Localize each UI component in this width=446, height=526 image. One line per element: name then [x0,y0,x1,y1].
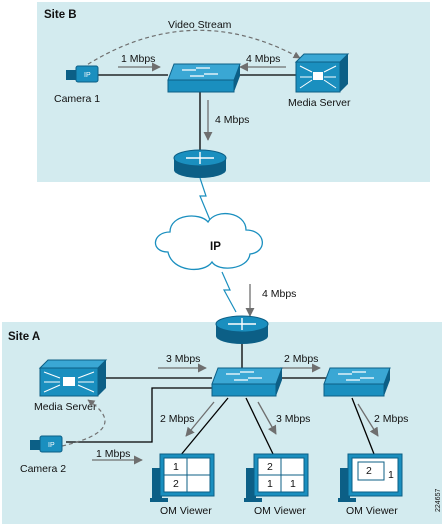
camera2-label: Camera 2 [20,463,66,475]
site-a-title: Site A [8,331,40,343]
om-viewer2-icon [244,453,309,502]
wan-lightning-b [199,177,211,221]
om-viewer3-icon [338,453,403,502]
figure-id: 224657 [435,489,442,512]
ip-cloud-icon [154,212,263,271]
om-viewer3-label: OM Viewer [346,505,398,517]
bw-wan: 4 Mbps [262,288,296,300]
viewer2-cell-3: 1 [290,478,296,490]
media-server-a-label: Media Server [34,401,97,413]
arrow-viewer3 [357,403,379,437]
viewer2-cell-1: 2 [267,461,273,473]
router-a-icon [215,315,269,344]
switch-a2-icon [323,367,391,397]
viewer3-cell-2: 1 [388,469,394,481]
om-viewer2-label: OM Viewer [254,505,306,517]
viewer3-cell-1: 2 [366,465,372,477]
svg-text:IP: IP [48,442,55,449]
bw-camera2: 1 Mbps [96,448,130,460]
bw-viewer2: 3 Mbps [276,413,310,425]
om-viewer1-icon [150,453,215,502]
bw-viewer1: 2 Mbps [160,413,194,425]
viewer2-cell-2: 1 [267,478,273,490]
bw-viewer3: 2 Mbps [374,413,408,425]
media-server-b-label: Media Server [288,97,351,109]
bw-camera1: 1 Mbps [121,53,155,65]
bw-switch-switch: 2 Mbps [284,353,318,365]
media-server-b-icon [294,53,350,93]
ip-cloud-label: IP [210,241,221,253]
router-b-icon [173,149,227,178]
svg-text:IP: IP [84,72,91,79]
site-b-title: Site B [44,9,77,21]
om-viewer1-label: OM Viewer [160,505,212,517]
switch-a1-icon [211,367,283,397]
arrow-viewer2 [257,401,277,435]
media-server-a-icon [38,359,108,397]
link-camera2-switch-a [66,387,214,443]
camera2-stream-arc [61,399,106,447]
viewer1-cell-1: 1 [173,461,179,473]
arrow-viewer1 [185,401,215,437]
bw-router-b: 4 Mbps [215,114,249,126]
video-stream-arc [81,29,301,69]
camera1-icon: IP [66,65,99,83]
link-switch-viewer3 [351,397,375,455]
bw-server-b: 4 Mbps [246,53,280,65]
video-stream-label: Video Stream [168,19,232,31]
switch-b-icon [167,63,241,93]
camera1-label: Camera 1 [54,93,100,105]
link-switch-viewer2 [245,397,275,457]
viewer1-cell-2: 2 [173,478,179,490]
camera2-icon: IP [30,435,63,453]
bw-server-a: 3 Mbps [166,353,200,365]
wan-lightning-a [221,271,237,313]
link-switch-viewer1 [179,397,229,457]
